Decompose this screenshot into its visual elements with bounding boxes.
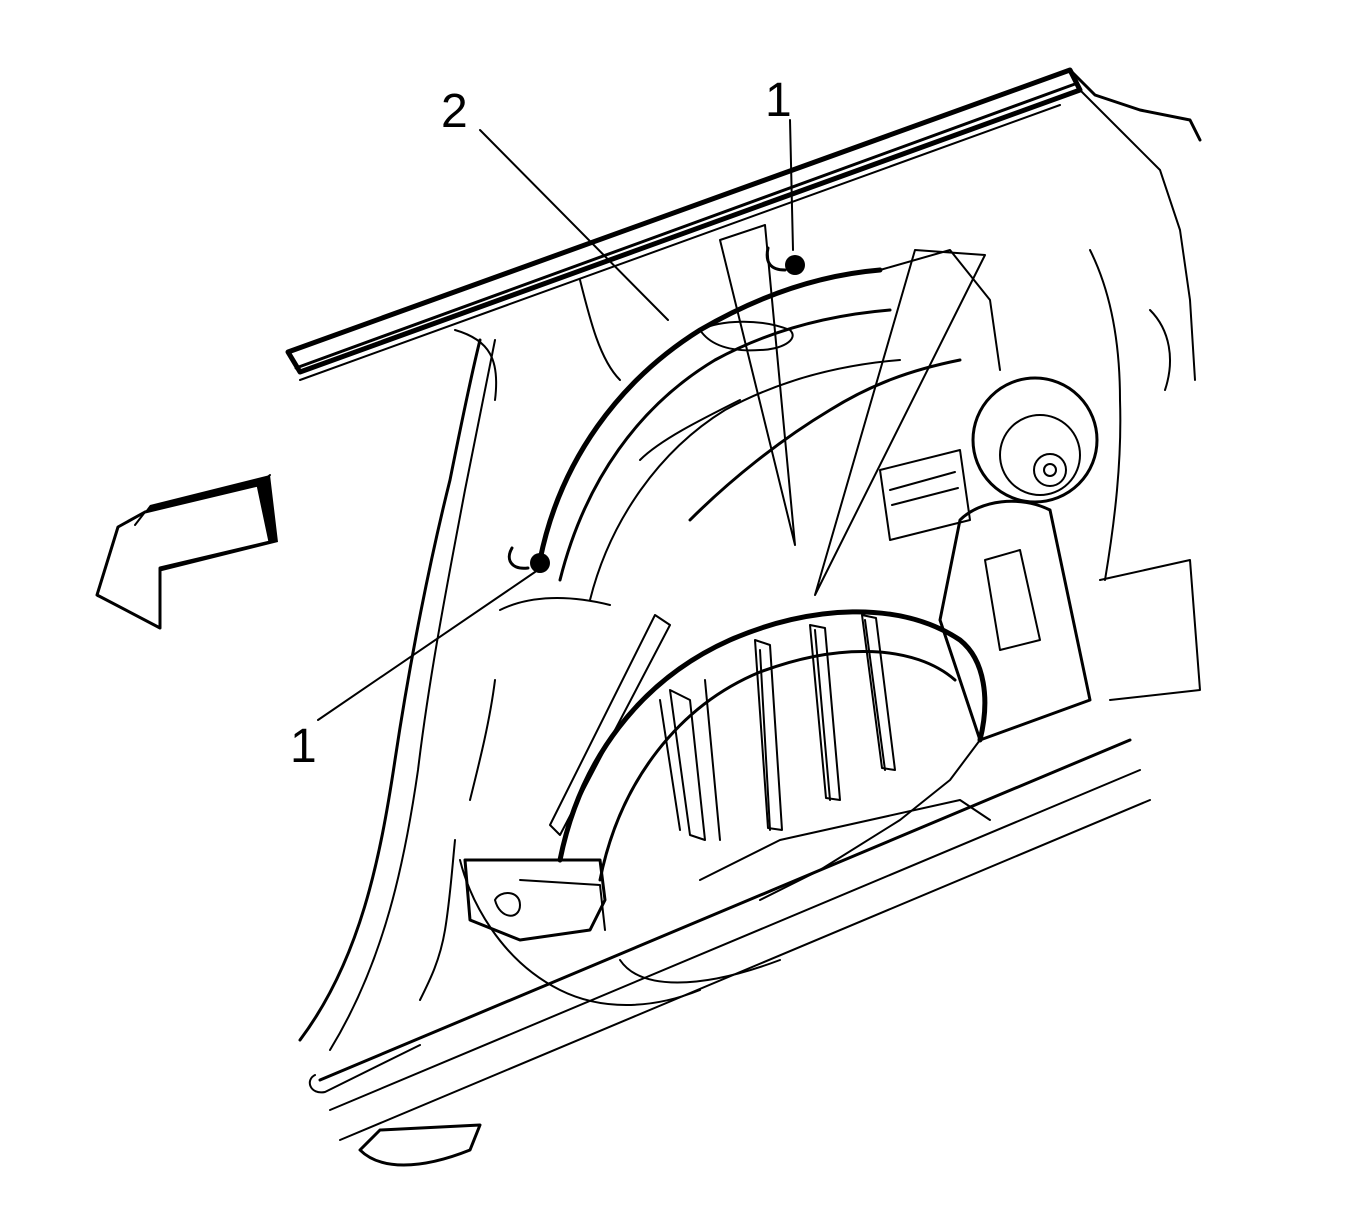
callout-2-label: 2 xyxy=(441,85,468,138)
floor-panel xyxy=(308,738,1151,1167)
quarter-panel-edge xyxy=(298,279,621,1051)
fastener-bottom xyxy=(507,546,550,573)
fastener-top xyxy=(765,246,805,275)
leader-wedges xyxy=(549,224,986,836)
direction-arrow-icon xyxy=(95,474,278,630)
wheelhouse-inner-liner xyxy=(557,609,988,901)
wiring-harness xyxy=(419,358,962,1001)
wheelhouse-outer-arch xyxy=(537,249,1001,601)
callout-1-bottom-label: 1 xyxy=(290,720,317,773)
roof-rail xyxy=(285,67,1202,381)
callout-1-top-label: 1 xyxy=(765,74,792,127)
callout-leaders xyxy=(317,119,794,721)
hvac-module xyxy=(879,249,1201,742)
lower-bracket xyxy=(463,858,607,942)
